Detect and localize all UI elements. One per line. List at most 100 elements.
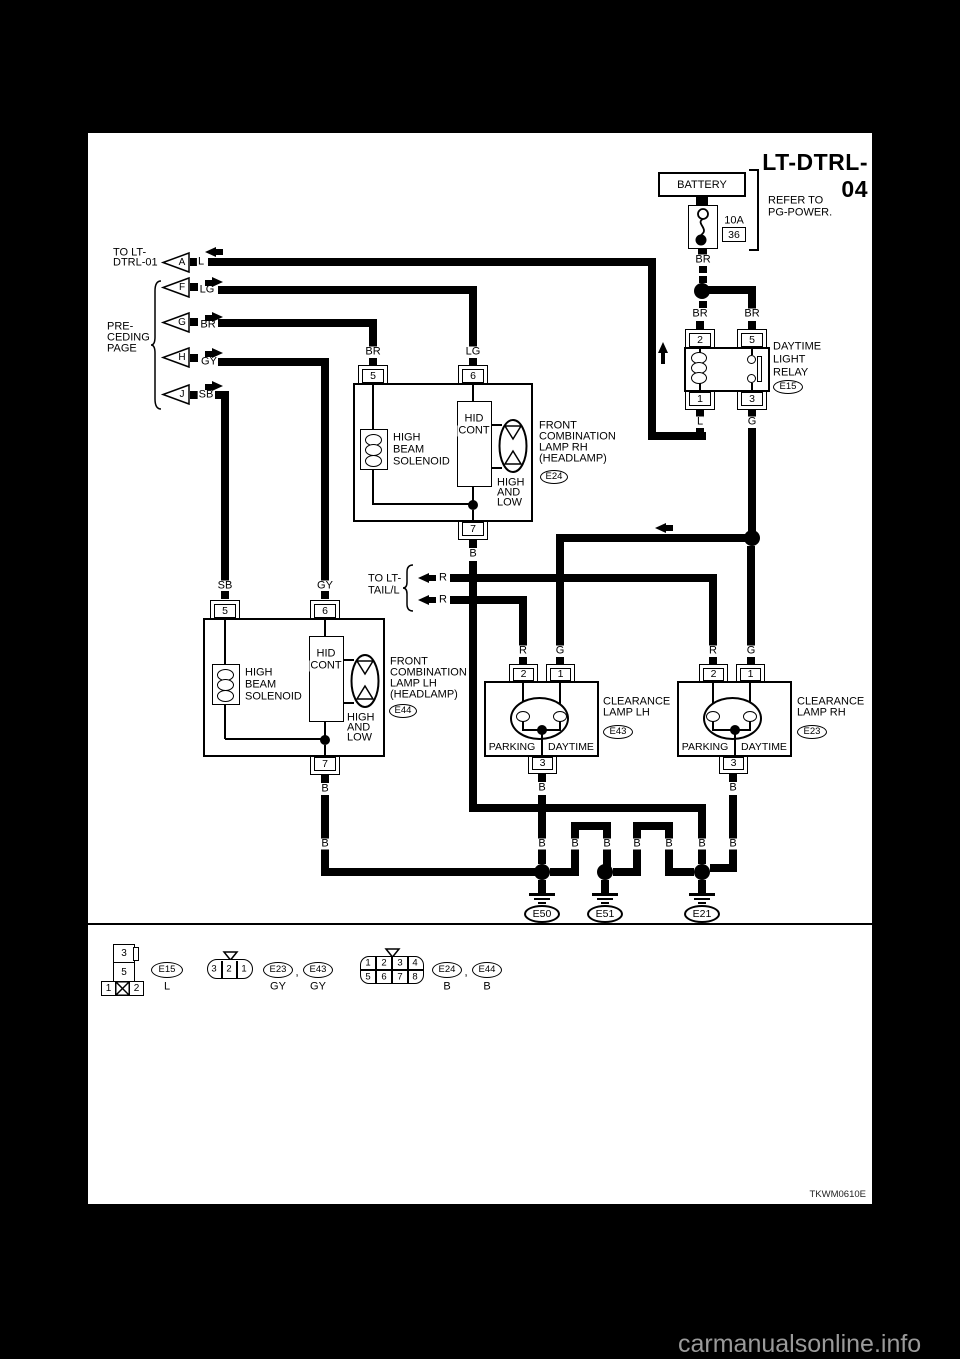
lead bbox=[559, 681, 561, 713]
wire-color-r: R bbox=[438, 571, 448, 584]
refer-note-line2: PG-POWER. bbox=[768, 206, 833, 219]
triangle-letter: G bbox=[178, 317, 186, 328]
ground-junction-dot bbox=[534, 864, 550, 880]
solenoid-label-line2: BEAM bbox=[393, 443, 425, 456]
lead bbox=[373, 503, 473, 505]
arrow-shaft bbox=[205, 315, 212, 321]
wire-br-branch bbox=[748, 294, 756, 309]
clearance-rh-pin-2: 2 bbox=[699, 664, 728, 681]
wire-stub bbox=[747, 657, 755, 665]
battery-stub bbox=[696, 196, 708, 206]
headlamp-lh-name1: FRONT bbox=[390, 655, 428, 668]
wire-color-gy: GY bbox=[316, 579, 334, 592]
wire-color-lg: LG bbox=[464, 345, 482, 358]
wire-color-b: B bbox=[728, 781, 738, 794]
refer-bracket bbox=[757, 169, 759, 251]
arrow-right-icon bbox=[212, 277, 223, 287]
wire-color-b: B bbox=[632, 837, 642, 850]
wire-stub bbox=[321, 591, 329, 599]
wire-l bbox=[648, 258, 656, 440]
high-low-line1: HIGH bbox=[497, 476, 525, 489]
preceding-page-line3: PAGE bbox=[107, 342, 137, 355]
legend-separator bbox=[88, 923, 872, 925]
comma: , bbox=[464, 966, 468, 979]
arrow-shaft bbox=[205, 351, 212, 357]
solenoid-label-line1: HIGH bbox=[245, 666, 273, 679]
wire-l bbox=[208, 258, 656, 266]
wire-color-b: B bbox=[697, 837, 707, 850]
legend-color-gy: GY bbox=[270, 980, 286, 993]
pin-number: 3 bbox=[397, 957, 403, 969]
lead bbox=[224, 705, 226, 739]
tail-ref-line1: TO LT- bbox=[368, 572, 402, 585]
triangle-connector-j bbox=[160, 383, 190, 406]
tail-ref-line2: TAIL/L bbox=[368, 584, 400, 597]
wire-color-b: B bbox=[537, 837, 547, 850]
lead bbox=[712, 681, 714, 713]
wire-g bbox=[562, 534, 752, 542]
fuse-number-box: 36 bbox=[722, 227, 746, 242]
ground-code-e51: E51 bbox=[587, 905, 623, 923]
relay-pin-5: 5 bbox=[737, 329, 767, 347]
lead bbox=[344, 702, 354, 704]
offpage-arrow-icon bbox=[418, 573, 429, 583]
wire-color-b: B bbox=[570, 837, 580, 850]
solenoid-label-line3: SOLENOID bbox=[245, 690, 302, 703]
arrow-shaft bbox=[205, 280, 212, 286]
legend-e15-pin5: 5 bbox=[113, 962, 135, 982]
pin-number: 1 bbox=[740, 668, 761, 681]
pin-number: 2 bbox=[381, 957, 387, 969]
offpage-arrow-shaft bbox=[429, 597, 436, 603]
pin-number: 2 bbox=[226, 963, 232, 975]
wire-lg bbox=[218, 286, 477, 294]
relay-name-line2: LIGHT bbox=[773, 353, 806, 366]
high-low-line2: AND bbox=[497, 486, 521, 499]
wire-b bbox=[633, 822, 673, 830]
lead bbox=[749, 721, 751, 730]
lead bbox=[324, 722, 326, 737]
clearance-rh-name2: LAMP RH bbox=[797, 706, 846, 719]
solenoid-label-line3: SOLENOID bbox=[393, 455, 450, 468]
connector-code-e43: E43 bbox=[603, 725, 633, 739]
hid-bulb-icon bbox=[350, 654, 380, 708]
refer-bracket-top bbox=[749, 169, 758, 171]
wire-sb bbox=[221, 391, 229, 581]
lead bbox=[712, 721, 714, 730]
doc-code: TKWM0610E bbox=[809, 1189, 867, 1200]
parking-label: PARKING bbox=[488, 740, 536, 753]
junction-dot bbox=[320, 735, 330, 745]
offpage-arrow-icon bbox=[205, 247, 216, 257]
wire-r bbox=[519, 596, 527, 646]
legend-color-l: L bbox=[163, 980, 171, 993]
relay-contact bbox=[747, 355, 756, 364]
wire-b bbox=[710, 864, 737, 872]
high-low-line2: AND bbox=[347, 721, 371, 734]
legend-e15-pin2: 2 bbox=[129, 981, 144, 996]
wire-color-r: R bbox=[518, 644, 528, 657]
headlamp-lh-name3: LAMP LH bbox=[390, 677, 437, 690]
lead bbox=[522, 721, 524, 730]
comma: , bbox=[295, 966, 299, 979]
ground-junction-dot bbox=[597, 864, 613, 880]
offpage-arrow-shaft bbox=[216, 249, 223, 255]
parking-label: PARKING bbox=[681, 740, 729, 753]
legend-mid-connector bbox=[207, 959, 253, 979]
pin-number: 6 bbox=[381, 971, 387, 983]
ground-junction-dot bbox=[694, 864, 710, 880]
junction-dot bbox=[537, 725, 547, 735]
high-low-line3: LOW bbox=[347, 731, 373, 744]
lead bbox=[324, 745, 326, 757]
relay-armature bbox=[757, 356, 762, 382]
ground-icon bbox=[698, 902, 706, 904]
flow-up-arrow-icon bbox=[658, 342, 668, 353]
ground-code-e21: E21 bbox=[684, 905, 720, 923]
ref-dtrl01-line2: DTRL-01 bbox=[113, 256, 158, 269]
solenoid-label-line2: BEAM bbox=[245, 678, 277, 691]
ground-lead bbox=[698, 880, 706, 893]
pin-number: 3 bbox=[723, 757, 744, 770]
pin-number: 7 bbox=[462, 522, 484, 536]
relay-contact-lead bbox=[751, 383, 753, 392]
pin-number: 5 bbox=[365, 971, 371, 983]
wire-color-g: G bbox=[745, 644, 757, 657]
lead bbox=[225, 738, 325, 740]
